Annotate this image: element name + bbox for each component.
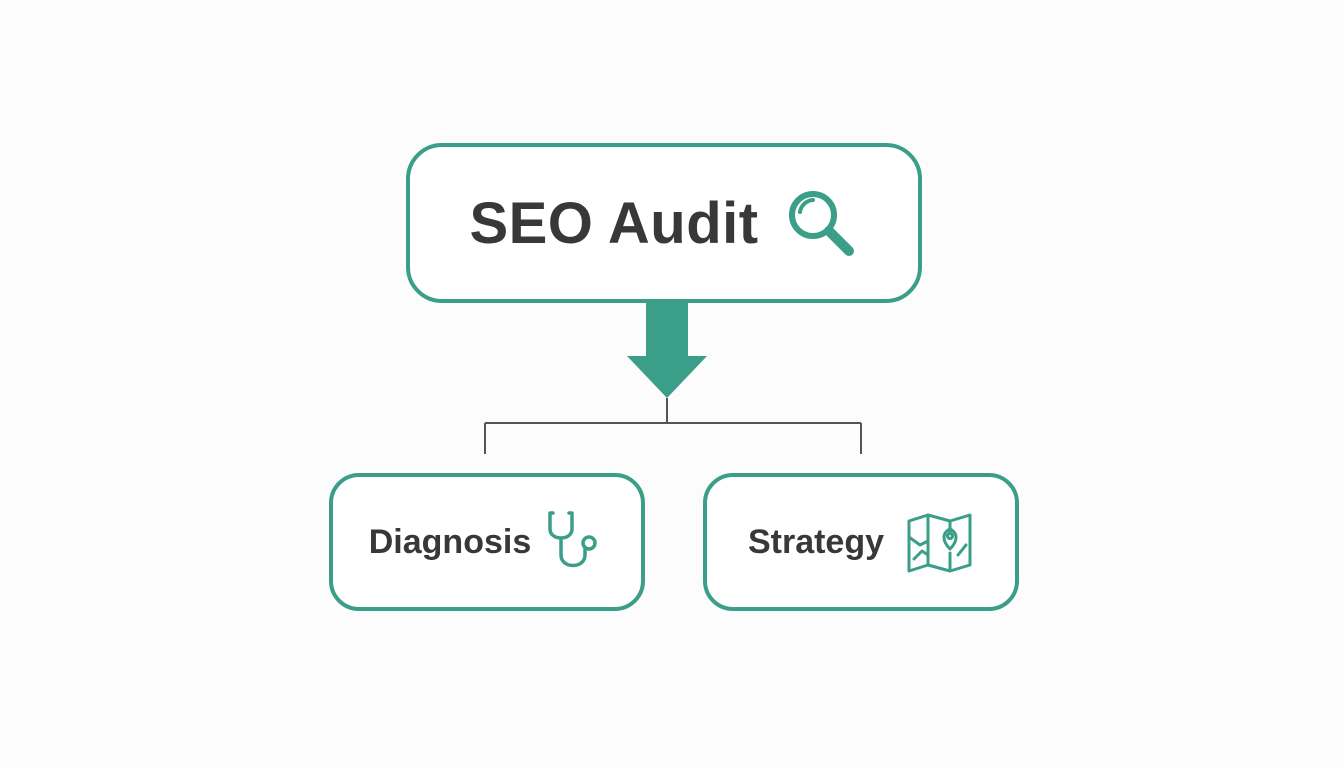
map-location-icon [907,513,972,573]
diagnosis-node: Diagnosis [329,473,645,611]
down-arrow-shaft [646,302,688,358]
strategy-node: Strategy [703,473,1019,611]
down-arrow [627,302,707,398]
branch-lines [484,398,862,454]
stethoscope-icon [548,511,597,568]
magnifying-glass-icon [788,191,854,256]
down-arrow-head [627,356,707,398]
strategy-label: Strategy [747,522,885,561]
seo-audit-node: SEO Audit [406,143,922,303]
diagnosis-label: Diagnosis [368,522,532,561]
seo-audit-label: SEO Audit [469,190,759,256]
